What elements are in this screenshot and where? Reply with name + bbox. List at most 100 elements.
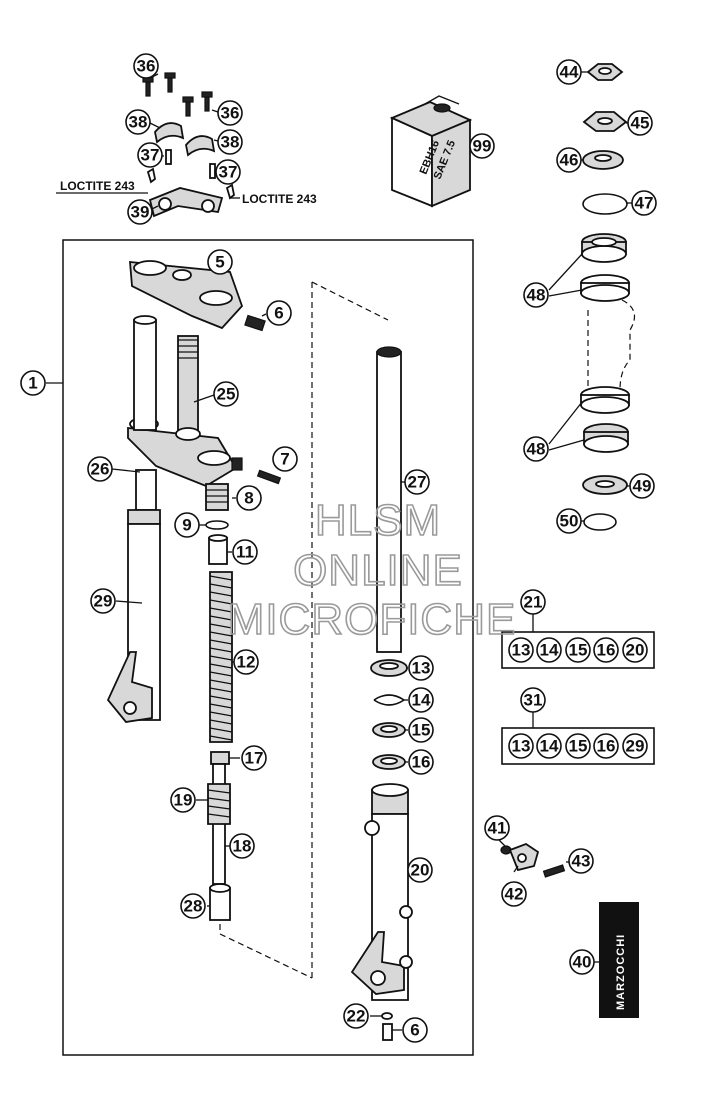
svg-text:16: 16: [597, 737, 616, 756]
callout-36-left: 36: [133, 53, 159, 79]
callout-8: 8: [236, 485, 262, 511]
svg-text:5: 5: [215, 253, 224, 272]
svg-text:49: 49: [633, 477, 652, 496]
kit31-item: 15: [565, 733, 591, 759]
callout-18: 18: [229, 833, 255, 859]
svg-text:14: 14: [540, 737, 559, 756]
callout-17: 17: [241, 745, 267, 771]
callout-20: 20: [407, 857, 433, 883]
callout-41: 41: [484, 815, 510, 841]
callout-31: 31: [520, 687, 546, 713]
callout-40: 40: [569, 949, 595, 975]
callout-16: 16: [408, 749, 434, 775]
svg-text:15: 15: [569, 641, 588, 660]
callout-44: 44: [556, 59, 582, 85]
svg-text:29: 29: [94, 592, 113, 611]
svg-text:38: 38: [221, 133, 240, 152]
callout-19: 19: [170, 787, 196, 813]
svg-text:16: 16: [412, 753, 431, 772]
callout-7: 7: [272, 446, 298, 472]
damper-internal-parts: [205, 483, 233, 921]
callout-29: 29: [90, 588, 116, 614]
upper-triple-clamp: [129, 260, 266, 332]
callout-39: 39: [127, 199, 153, 225]
callout-5: 5: [207, 249, 233, 275]
kit21-item: 15: [565, 637, 591, 663]
callout-22: 22: [343, 1003, 369, 1029]
callout-38-left: 38: [125, 109, 151, 135]
svg-text:36: 36: [137, 57, 156, 76]
svg-text:38: 38: [129, 113, 148, 132]
callout-37-left: 37: [137, 142, 163, 168]
svg-text:44: 44: [560, 63, 579, 82]
callout-47: 47: [631, 190, 657, 216]
callout-45: 45: [627, 110, 653, 136]
svg-text:20: 20: [626, 641, 645, 660]
callout-46: 46: [556, 147, 582, 173]
svg-text:15: 15: [569, 737, 588, 756]
svg-text:36: 36: [221, 104, 240, 123]
handlebar-clamp-parts: [142, 72, 235, 218]
assembly-frame: [62, 239, 474, 1056]
svg-text:27: 27: [408, 473, 427, 492]
callout-27: 27: [404, 469, 430, 495]
svg-text:45: 45: [631, 114, 650, 133]
svg-text:43: 43: [572, 852, 591, 871]
kit31-item: 16: [593, 733, 619, 759]
callout-6-bottom: 6: [402, 1017, 428, 1043]
marzocchi-logo: [599, 902, 639, 1018]
svg-text:29: 29: [626, 737, 645, 756]
callout-42: 42: [501, 881, 527, 907]
callout-43: 43: [568, 848, 594, 874]
svg-text:99: 99: [473, 137, 492, 156]
svg-text:17: 17: [245, 749, 264, 768]
kit31-item: 13: [508, 733, 534, 759]
svg-text:26: 26: [91, 460, 110, 479]
kit21-item: 14: [536, 637, 562, 663]
svg-text:13: 13: [412, 659, 431, 678]
callout-14: 14: [408, 687, 434, 713]
callout-21: 21: [520, 589, 546, 615]
watermark-line-1: HLSM: [315, 496, 441, 545]
svg-text:13: 13: [512, 641, 531, 660]
watermark-line-3: MICROFICHE: [228, 595, 517, 644]
svg-text:39: 39: [131, 203, 150, 222]
axle-clamp-parts: [500, 842, 566, 878]
svg-text:50: 50: [560, 512, 579, 531]
svg-text:6: 6: [274, 304, 283, 323]
svg-text:9: 9: [182, 516, 191, 535]
svg-text:37: 37: [219, 163, 238, 182]
kit31-item: 29: [622, 733, 648, 759]
fork-oil-can: EBH16 SAE 7.5: [389, 95, 473, 208]
svg-text:16: 16: [597, 641, 616, 660]
callout-9: 9: [174, 512, 200, 538]
loctite-note-right: LOCTITE 243: [242, 192, 317, 206]
svg-text:31: 31: [524, 691, 543, 710]
callout-6-top: 6: [266, 300, 292, 326]
marzocchi-logo-text: MARZOCCHI: [615, 934, 627, 1010]
svg-text:41: 41: [488, 819, 507, 838]
svg-text:15: 15: [412, 721, 431, 740]
svg-text:20: 20: [411, 861, 430, 880]
svg-text:21: 21: [524, 593, 543, 612]
svg-text:8: 8: [244, 489, 253, 508]
callout-38-right: 38: [217, 129, 243, 155]
svg-text:28: 28: [184, 897, 203, 916]
svg-text:40: 40: [573, 953, 592, 972]
svg-text:42: 42: [505, 885, 524, 904]
svg-text:25: 25: [217, 385, 236, 404]
callout-11: 11: [232, 539, 258, 565]
assembly-guide-line: [219, 281, 389, 979]
callout-1: 1: [20, 370, 46, 396]
callout-15: 15: [408, 717, 434, 743]
callout-28: 28: [180, 893, 206, 919]
left-fork-leg: [106, 315, 161, 723]
callout-37-right: 37: [215, 159, 241, 185]
svg-text:18: 18: [233, 837, 252, 856]
svg-text:14: 14: [540, 641, 559, 660]
callout-13: 13: [408, 655, 434, 681]
callout-99: 99: [469, 133, 495, 159]
right-fork-leg: [350, 346, 413, 1041]
svg-text:37: 37: [141, 146, 160, 165]
